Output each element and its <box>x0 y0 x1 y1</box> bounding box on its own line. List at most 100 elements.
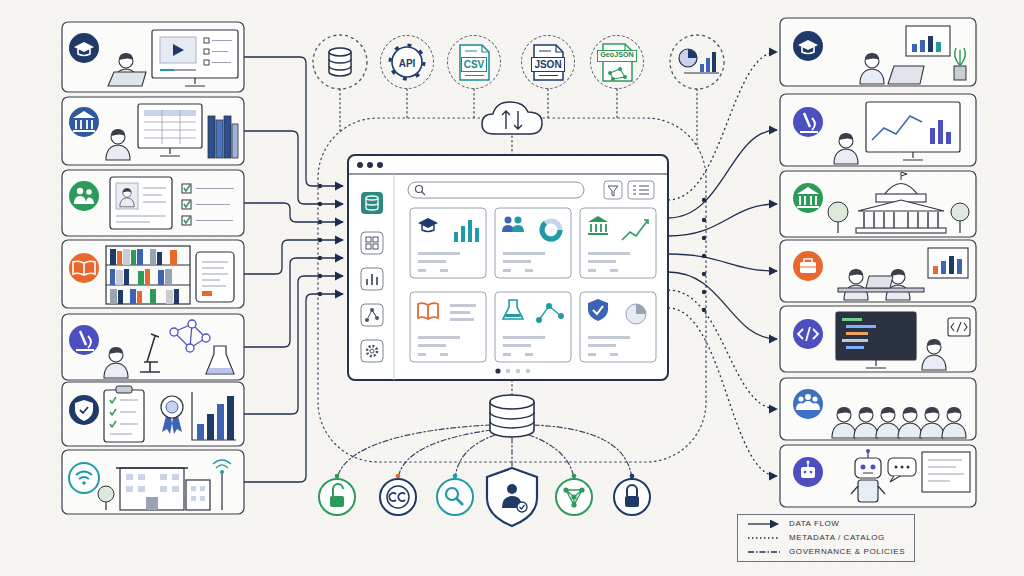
dataset-card <box>418 353 426 356</box>
learning-panel <box>173 44 184 56</box>
ingest-arrows <box>244 258 343 347</box>
dataset-card <box>503 252 545 255</box>
developer-panel <box>780 306 976 372</box>
dataset-card <box>454 232 458 242</box>
legend-entry: METADATA / CATALOG <box>747 534 905 543</box>
learning-panel <box>74 42 94 52</box>
delivery-arrows <box>668 290 777 409</box>
catalog-window <box>608 186 618 196</box>
storage-links <box>511 380 512 395</box>
license-icon <box>380 479 416 515</box>
dataset-card <box>505 314 521 317</box>
books-panel <box>137 249 143 265</box>
open-access-icon <box>319 479 355 515</box>
dataset-card <box>588 299 608 321</box>
ingest-arrows <box>244 131 343 204</box>
dataset-card <box>505 217 512 224</box>
database-source <box>329 48 351 56</box>
library-panel <box>144 110 196 144</box>
dataset-card <box>418 260 446 263</box>
security-icon <box>625 496 639 507</box>
open-access-icon <box>333 484 343 496</box>
catalog-window <box>367 346 377 356</box>
campus-sensor-panel <box>213 460 231 468</box>
quality-panel <box>69 395 99 425</box>
geojson-file <box>623 75 627 79</box>
ai-agent-panel <box>851 486 885 494</box>
learning-panel <box>212 41 232 63</box>
catalog-window <box>416 186 423 193</box>
catalog-window <box>408 182 584 198</box>
learning-panel <box>108 72 146 86</box>
format-circle: CSV <box>447 35 501 89</box>
catalog-window <box>375 316 379 320</box>
community-panel <box>876 407 900 438</box>
business-panel <box>800 267 816 268</box>
delivery-arrows <box>668 308 777 476</box>
linked-data-icon <box>556 479 592 515</box>
researcher-panel <box>938 120 943 144</box>
campus-sensor-panel <box>221 474 222 510</box>
library-panel <box>76 120 92 129</box>
dataset-card <box>495 292 571 362</box>
business-panel <box>838 288 924 292</box>
ai-agent-panel <box>928 460 964 481</box>
research-panel <box>80 331 86 345</box>
learning-panel <box>78 49 90 56</box>
library-panel <box>62 97 244 165</box>
books-panel <box>69 253 99 283</box>
api-gear <box>392 47 422 77</box>
campus-sensor-panel <box>220 470 224 474</box>
library-panel <box>138 104 202 148</box>
dataset-card <box>542 221 560 239</box>
ai-agent-panel <box>922 452 970 492</box>
database-source <box>313 35 367 89</box>
catalog-window <box>361 268 383 290</box>
books-panel <box>110 249 116 265</box>
flow-dots <box>318 238 322 242</box>
ai-agent-panel <box>801 467 815 478</box>
catalog-boundary <box>318 118 706 462</box>
community-panel <box>793 389 823 419</box>
linked-data-icon <box>563 487 568 492</box>
dataset-card <box>418 269 426 272</box>
quality-panel <box>104 390 144 442</box>
catalog-window <box>373 237 378 242</box>
learning-panel <box>160 69 196 71</box>
campus-sensor-panel <box>76 472 92 480</box>
catalog-window <box>373 244 378 249</box>
dataset-card <box>468 220 472 242</box>
ai-agent-panel <box>858 480 878 502</box>
dataset-card <box>503 344 531 347</box>
quality-panel <box>166 401 178 413</box>
campus-sensor-panel <box>186 480 210 510</box>
open-access-icon <box>319 479 355 515</box>
dataset-card <box>626 304 646 324</box>
books-panel <box>117 251 122 265</box>
profile-panel <box>74 196 94 204</box>
developer-panel <box>842 339 868 342</box>
catalog-window <box>394 174 395 380</box>
catalog-window <box>366 237 371 242</box>
dataset-card <box>503 260 531 263</box>
government-panel <box>856 228 946 233</box>
books-panel <box>130 289 136 304</box>
ingest-arrows <box>244 57 343 482</box>
student-panel <box>798 40 818 50</box>
books-panel <box>73 261 95 275</box>
dataset-card <box>588 233 608 235</box>
format-label: GeoJSON <box>597 50 636 62</box>
community-panel <box>942 407 966 438</box>
student-panel <box>928 36 933 52</box>
profile-panel <box>62 170 244 236</box>
library-panel <box>69 107 99 137</box>
research-panel <box>104 347 128 378</box>
api-gear <box>390 45 424 79</box>
delivery-arrows <box>668 204 777 236</box>
quality-panel <box>161 396 183 418</box>
dataset-card <box>644 220 648 224</box>
research-panel <box>69 325 99 355</box>
books-panel <box>150 249 156 265</box>
ingest-arrows <box>244 240 343 274</box>
